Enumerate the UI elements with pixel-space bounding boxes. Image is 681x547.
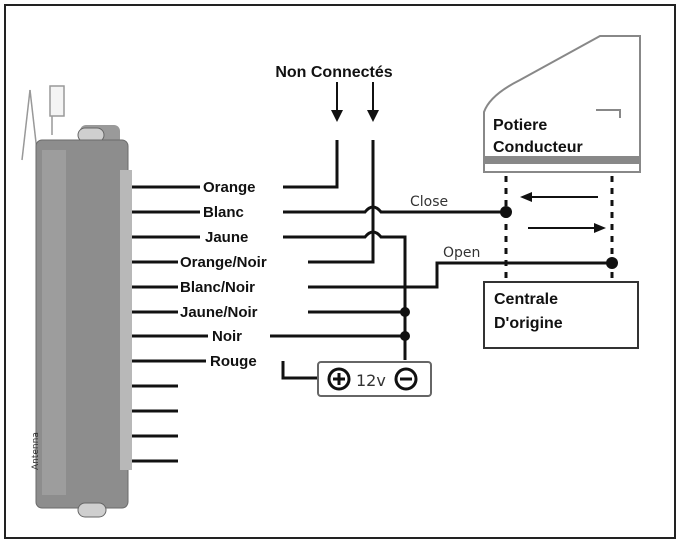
close-label: Close xyxy=(410,194,448,210)
dashed-contacts xyxy=(504,176,614,280)
junction-dot xyxy=(400,307,410,317)
wire-label-blanc-noir: Blanc/Noir xyxy=(180,279,255,296)
wire-stubs xyxy=(132,185,208,463)
minus-circle-icon xyxy=(394,367,418,391)
wire-label-orange-noir: Orange/Noir xyxy=(180,254,267,271)
arrow-left-icon xyxy=(520,192,598,202)
arrow-right-icon xyxy=(528,223,606,233)
centrale-line2: D'origine xyxy=(494,315,563,332)
junction-dot xyxy=(400,331,410,341)
battery-12v: 12v xyxy=(317,361,432,397)
wire-label-noir: Noir xyxy=(212,328,242,345)
wire-label-jaune-noir: Jaune/Noir xyxy=(180,304,258,321)
non-connectes-label: Non Connectés xyxy=(275,64,392,81)
arrow-down-icon xyxy=(367,82,379,122)
door-label-line1: Potiere xyxy=(493,117,547,134)
wire-label-blanc: Blanc xyxy=(203,204,244,221)
wire-label-rouge: Rouge xyxy=(210,353,257,370)
door-switch xyxy=(483,35,641,173)
battery-label: 12v xyxy=(356,371,386,390)
module-side-text: Antenna xyxy=(31,432,41,470)
wire-label-orange: Orange xyxy=(203,179,256,196)
wire-runs xyxy=(270,140,612,380)
door-label-line2: Conducteur xyxy=(493,139,583,156)
open-label: Open xyxy=(443,245,480,261)
arrow-down-icon xyxy=(331,82,343,122)
wire-label-jaune: Jaune xyxy=(205,229,248,246)
centrale-box xyxy=(483,281,639,349)
alarm-module: Antenna xyxy=(31,125,132,518)
centrale-line1: Centrale xyxy=(494,291,558,308)
plus-circle-icon xyxy=(327,367,351,391)
